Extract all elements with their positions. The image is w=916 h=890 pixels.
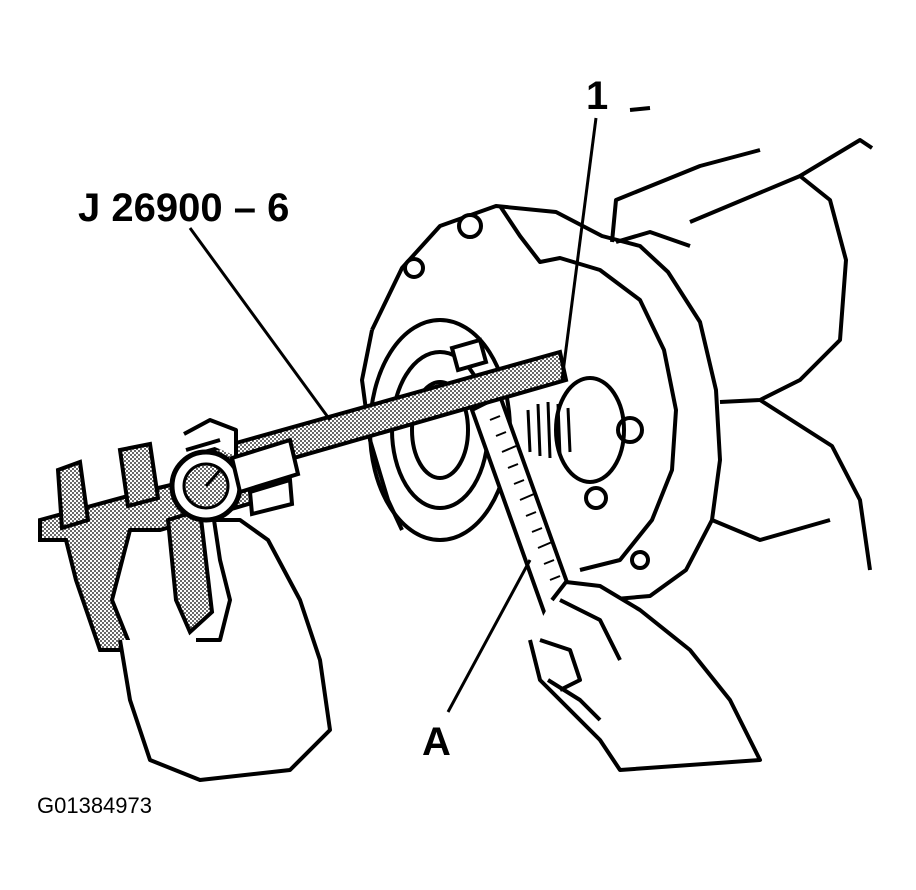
spring-coils <box>526 401 572 459</box>
right-hand <box>528 580 762 772</box>
housing-outline <box>360 106 874 602</box>
left-hand <box>118 418 332 782</box>
callout-1-label: 1 <box>586 74 609 118</box>
leader-lines <box>188 117 598 713</box>
figure-id: G01384973 <box>37 793 152 818</box>
tool-number-label: J 26900 – 6 <box>78 186 290 230</box>
caliper <box>38 337 569 652</box>
callout-a-label: A <box>422 720 451 764</box>
